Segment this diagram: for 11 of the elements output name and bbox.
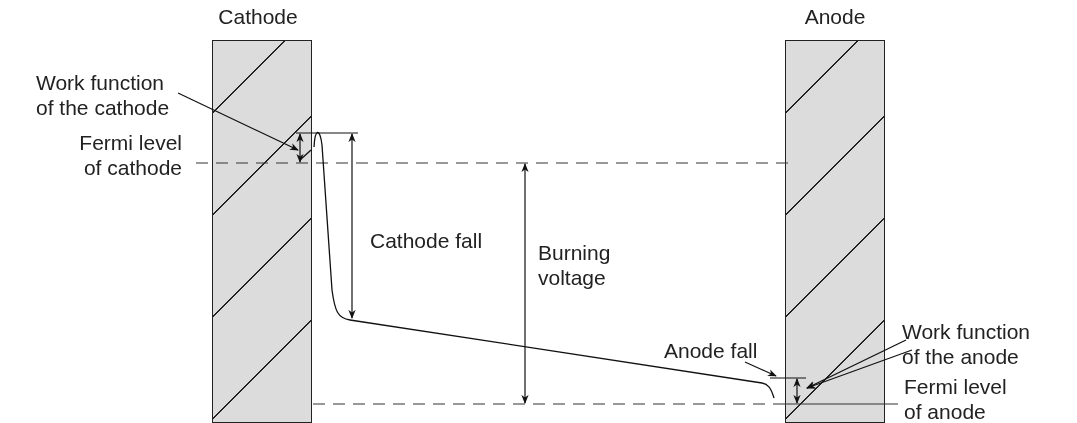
leader-arrow (806, 349, 913, 389)
electrode-label: Cathode (217, 5, 299, 29)
annotation-text: Work function of the cathode (36, 70, 186, 120)
annotation-text: Anode fall (664, 338, 766, 363)
annotation-text: Fermi level of cathode (78, 130, 182, 180)
leader-arrow (744, 361, 777, 377)
annotation-text: Work function of the anode (902, 319, 1052, 369)
annotation-text: Fermi level of anode (904, 374, 1008, 423)
electrode-label: Anode (803, 5, 867, 29)
leader-arrow (177, 92, 299, 151)
annotation-text: Cathode fall (370, 228, 484, 253)
